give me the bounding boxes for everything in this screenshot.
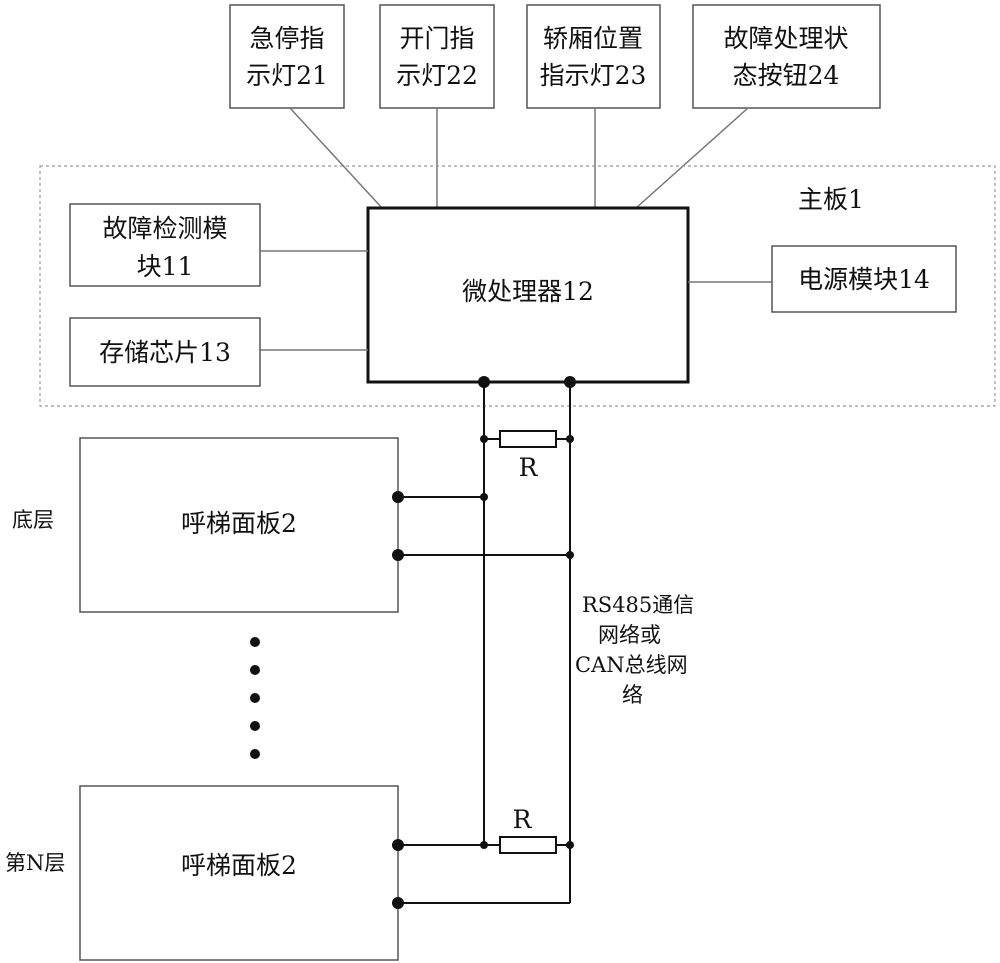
- fault-detect-label-line2: 块11: [137, 252, 194, 281]
- bottom-floor-label: 底层: [12, 508, 54, 532]
- bottom-panel-terminal-a: [392, 491, 404, 503]
- resistor-bottom-node-left: [480, 841, 488, 849]
- fault-button-box: 故障处理状 态按钮24: [692, 4, 881, 109]
- storage-chip-label: 存储芯片13: [99, 338, 231, 367]
- bus-label-line4: 络: [622, 683, 643, 707]
- door-indicator-label-line2: 示灯22: [396, 61, 478, 90]
- car-position-indicator-label-line2: 指示灯23: [540, 61, 647, 90]
- call-panel-nth-box: 呼梯面板2: [79, 785, 399, 961]
- bottom-panel-node-a: [480, 493, 488, 501]
- resistor-bottom-node-right: [566, 841, 574, 849]
- power-module-label: 电源模块14: [798, 265, 930, 294]
- bus-label-line3: CAN总线网: [575, 653, 688, 677]
- estop-indicator-label-line1: 急停指: [249, 24, 324, 53]
- resistor-top-label: R: [519, 453, 539, 482]
- fault-detect-module-box: 故障检测模 块11: [69, 203, 261, 287]
- estop-connector: [289, 107, 383, 209]
- microprocessor-box: 微处理器12: [366, 206, 690, 384]
- nth-panel-terminal-b: [392, 897, 404, 909]
- fault-button-connector: [635, 107, 749, 209]
- car-position-indicator-label-line1: 轿厢位置: [543, 24, 643, 53]
- call-panel-bottom-label: 呼梯面板2: [181, 509, 297, 538]
- bus-label-line1: RS485通信: [582, 593, 694, 617]
- bottom-panel-node-b: [566, 551, 574, 559]
- door-indicator-box: 开门指 示灯22: [379, 4, 495, 109]
- power-module-box: 电源模块14: [771, 245, 957, 313]
- nth-floor-label: 第N层: [5, 851, 65, 875]
- call-panel-nth-label: 呼梯面板2: [181, 851, 297, 880]
- fault-button-label-line2: 态按钮24: [733, 61, 840, 90]
- fault-detect-label-line1: 故障检测模: [102, 214, 227, 243]
- resistor-top: [499, 430, 557, 448]
- resistor-bottom: [499, 836, 557, 854]
- door-indicator-label-line1: 开门指: [399, 24, 474, 53]
- bottom-panel-terminal-b: [392, 549, 404, 561]
- estop-indicator-label-line2: 示灯21: [246, 61, 328, 90]
- bus-label-line2: 网络或: [598, 623, 661, 647]
- bus-a-junction-top: [478, 376, 490, 388]
- resistor-top-node-right: [566, 435, 574, 443]
- call-panel-bottom-box: 呼梯面板2: [79, 437, 399, 613]
- microprocessor-label: 微处理器12: [462, 277, 594, 306]
- nth-panel-terminal-a: [392, 839, 404, 851]
- mainboard-label: 主板1: [798, 185, 864, 214]
- mainboard-boundary: [39, 165, 996, 407]
- fault-button-label-line1: 故障处理状: [723, 24, 848, 53]
- estop-indicator-box: 急停指 示灯21: [229, 4, 345, 109]
- bus-b-junction-top: [564, 376, 576, 388]
- ellipsis-dots: [250, 637, 260, 759]
- storage-chip-box: 存储芯片13: [69, 317, 261, 387]
- car-position-indicator-box: 轿厢位置 指示灯23: [526, 4, 661, 109]
- resistor-bottom-label: R: [513, 805, 533, 834]
- resistor-top-node-left: [480, 435, 488, 443]
